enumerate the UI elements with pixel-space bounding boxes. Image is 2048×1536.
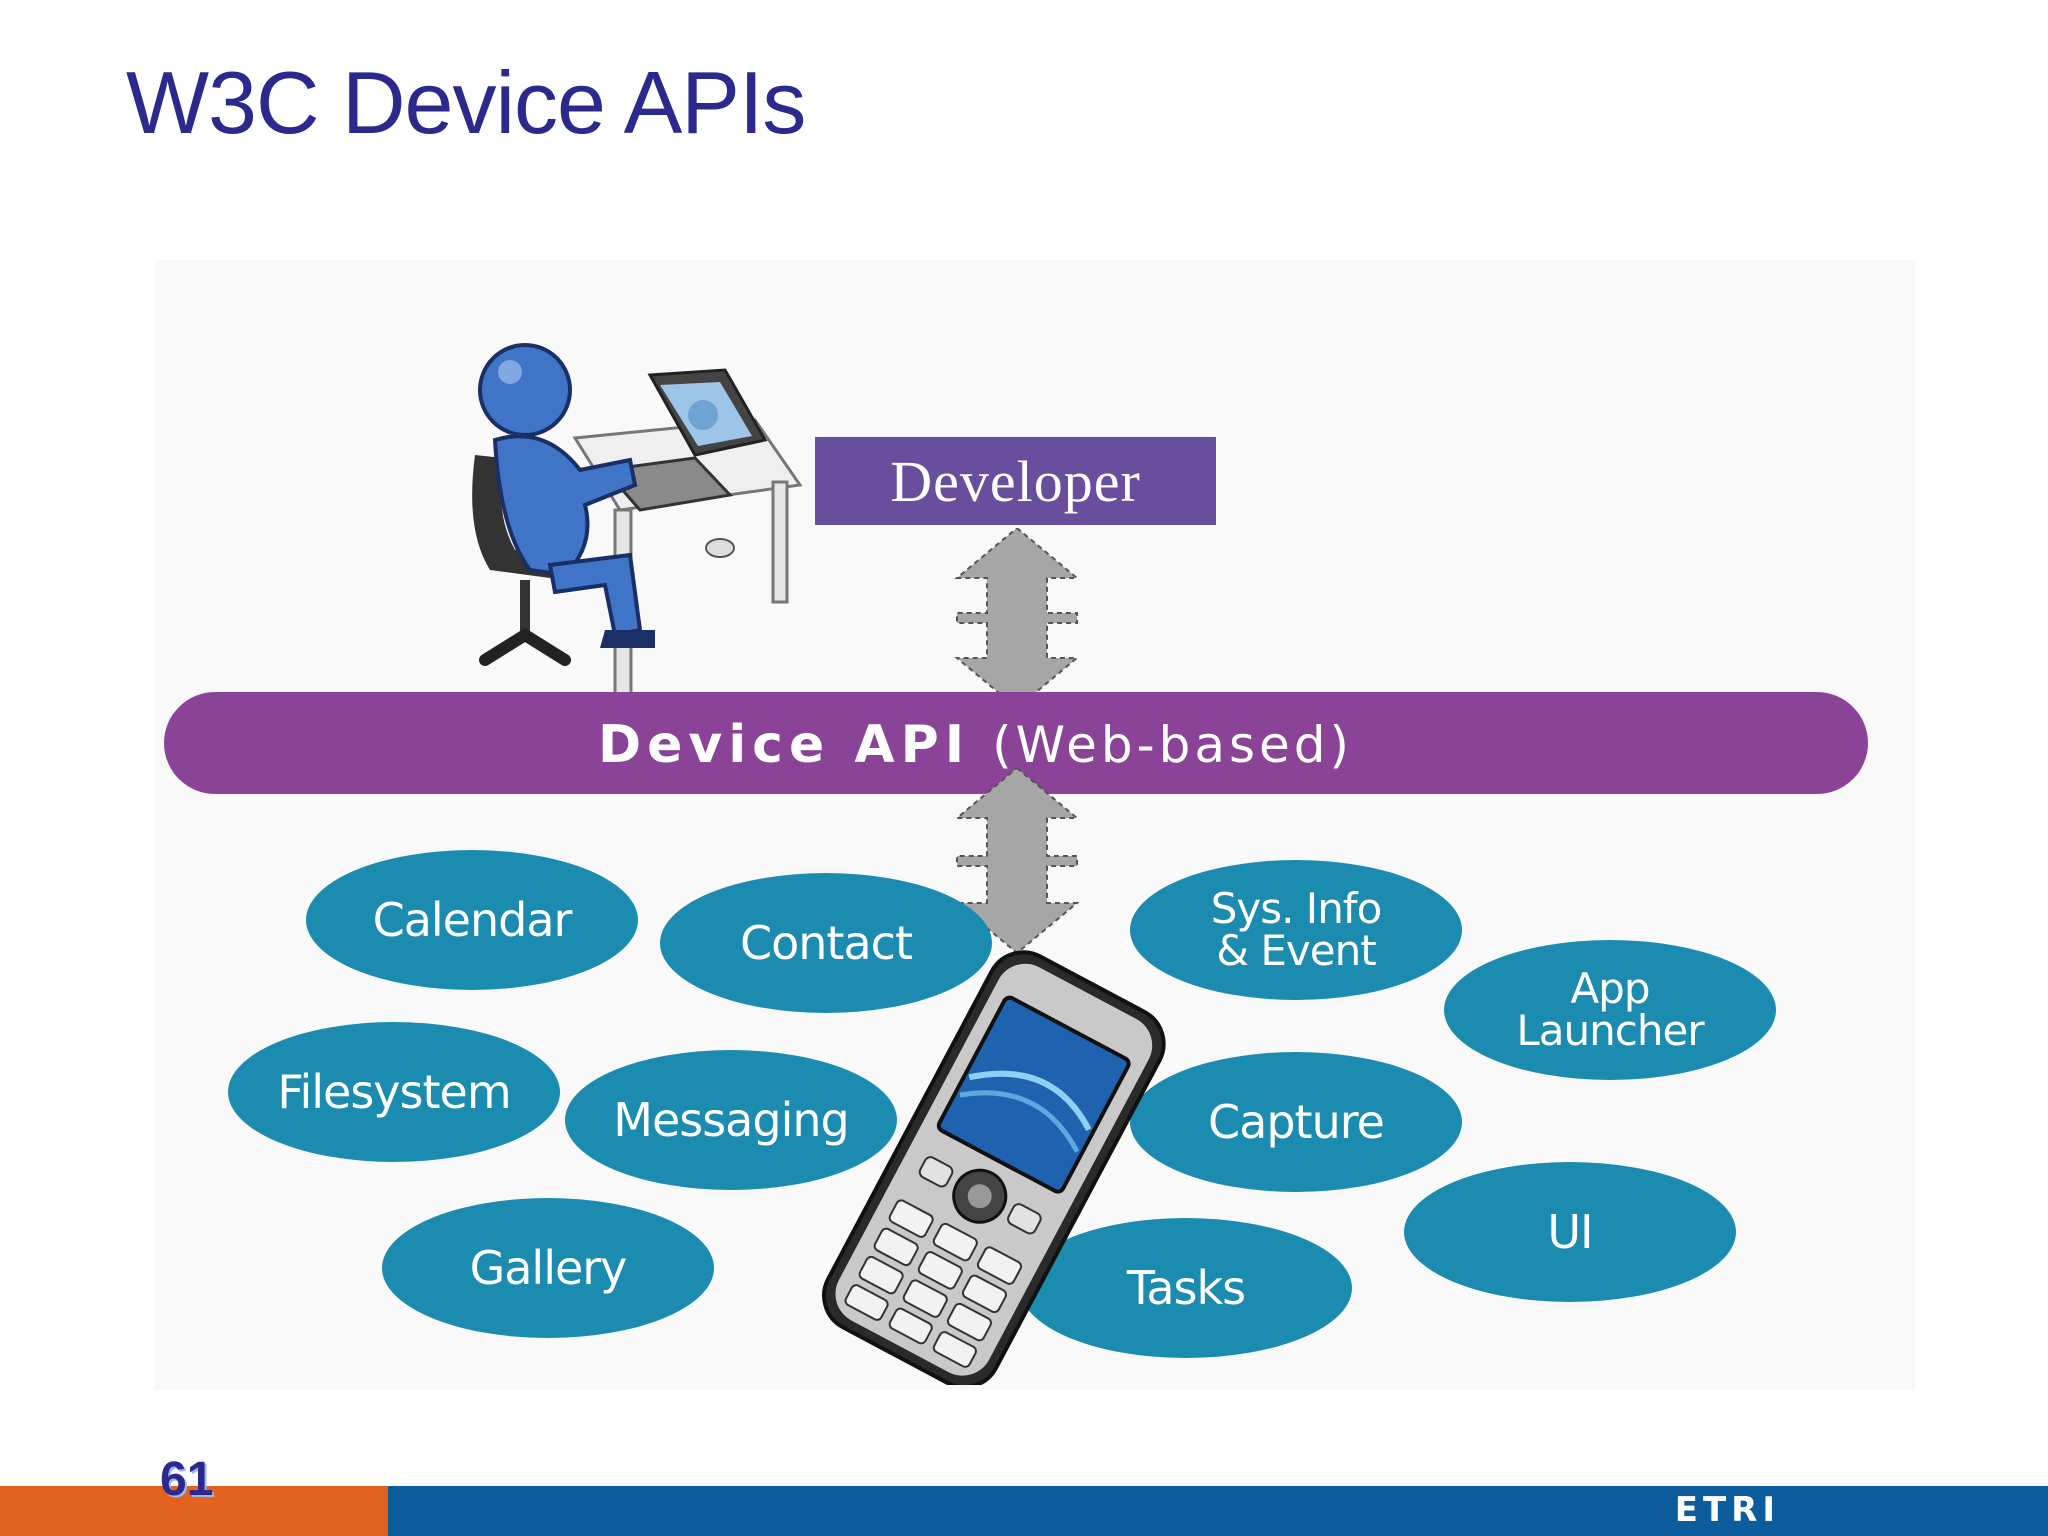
- api-label: Sys. Info & Event: [1210, 884, 1383, 975]
- developer-illustration: [472, 343, 803, 697]
- api-oval-capture: Capture: [1130, 1052, 1462, 1192]
- api-oval-sys-info: Sys. Info & Event: [1130, 860, 1462, 1000]
- person-head: [478, 343, 572, 437]
- keyboard-icon: [602, 456, 734, 512]
- api-label: Messaging: [613, 1093, 849, 1147]
- phone-screen: [936, 995, 1131, 1194]
- developer-label: Developer: [815, 437, 1216, 525]
- mobile-phone-illustration: [822, 950, 1166, 1385]
- mouse-icon: [705, 538, 735, 558]
- api-oval-contact: Contact: [660, 873, 992, 1013]
- api-oval-filesystem: Filesystem: [228, 1022, 560, 1162]
- api-label: Contact: [740, 916, 913, 970]
- api-label: Calendar: [372, 893, 573, 947]
- device-api-subtitle: (Web-based): [992, 716, 1354, 774]
- phone-keypad: [844, 1199, 1023, 1368]
- api-oval-messaging: Messaging: [565, 1050, 897, 1190]
- api-oval-ui: UI: [1404, 1162, 1736, 1302]
- api-label: Tasks: [1126, 1261, 1246, 1315]
- double-arrow-api-phone: [954, 768, 1080, 953]
- api-oval-app-launcher: App Launcher: [1444, 940, 1776, 1080]
- api-label: Gallery: [469, 1241, 628, 1295]
- device-api-title: Device API: [598, 715, 971, 775]
- api-label: Filesystem: [277, 1065, 511, 1119]
- api-label: App Launcher: [1516, 964, 1704, 1055]
- footer-blue-band: [388, 1486, 2048, 1536]
- slide-title: W3C Device APIs: [126, 53, 806, 152]
- api-label: Capture: [1208, 1095, 1385, 1149]
- api-label: UI: [1547, 1205, 1593, 1259]
- double-arrow-developer-api: [954, 528, 1080, 708]
- desk-leg: [771, 480, 789, 604]
- api-oval-gallery: Gallery: [382, 1198, 714, 1338]
- person-body: [492, 434, 638, 578]
- page-number: 61: [160, 1453, 214, 1506]
- etri-logo: ETRI: [1674, 1490, 1780, 1530]
- footer-orange-band: [0, 1486, 388, 1536]
- api-oval-tasks: Tasks: [1020, 1218, 1352, 1358]
- device-api-label: Device API (Web-based): [598, 711, 1353, 779]
- api-oval-calendar: Calendar: [306, 850, 638, 990]
